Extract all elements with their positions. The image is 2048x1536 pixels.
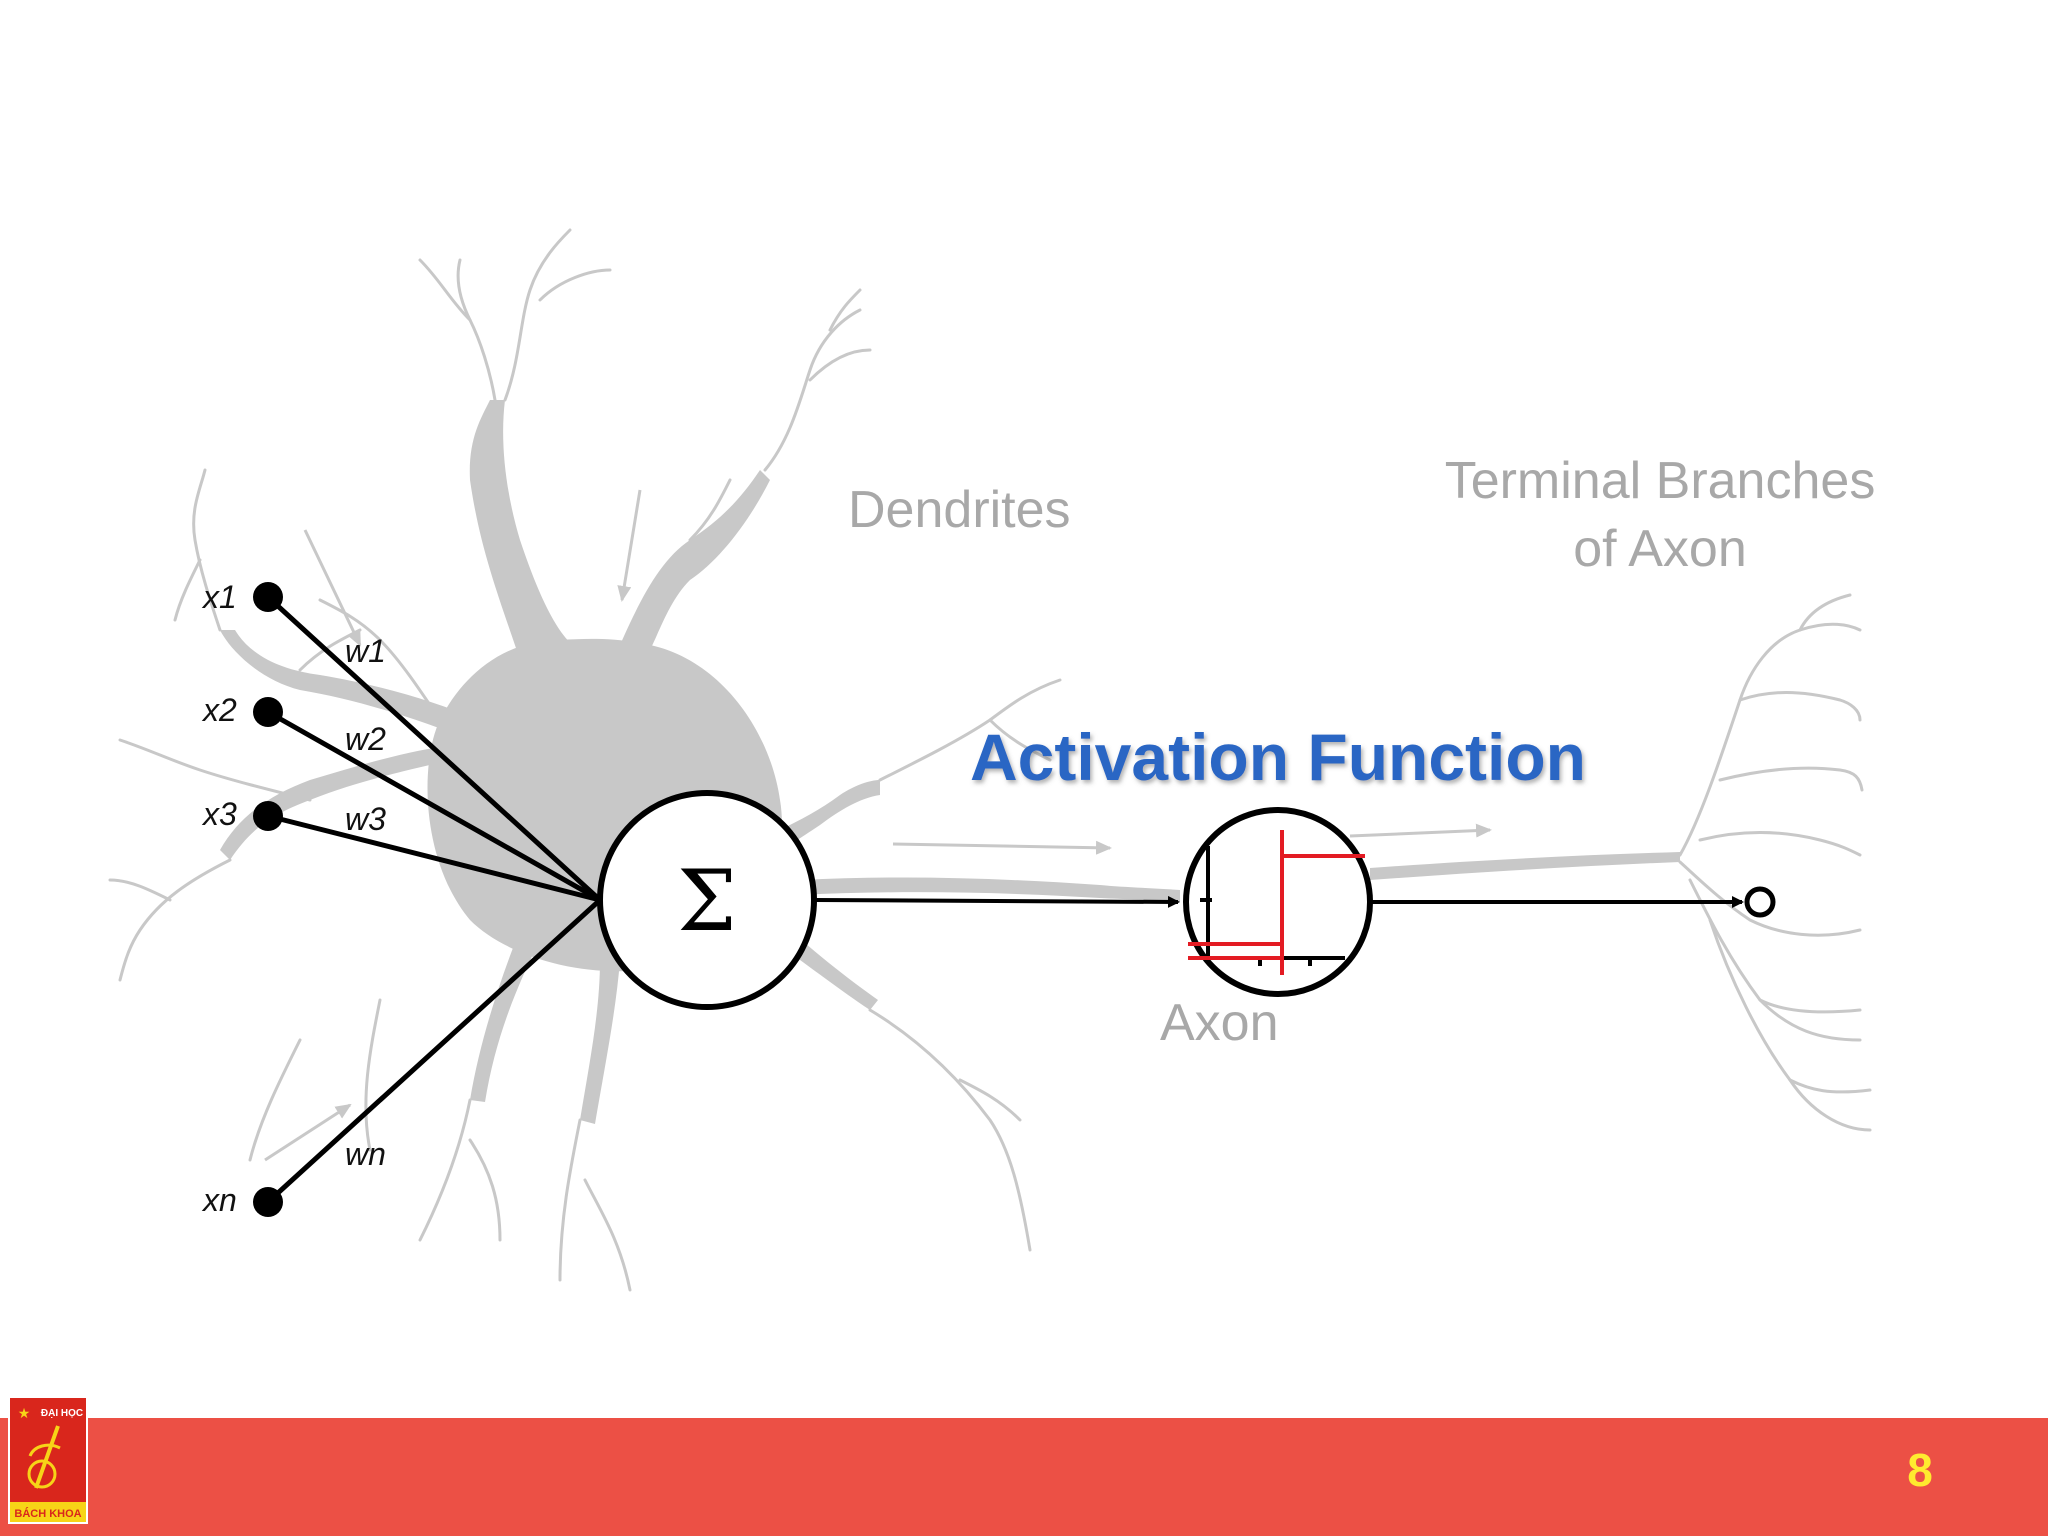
axon-label: Axon (1160, 994, 1279, 1052)
sum-symbol: Σ (677, 852, 736, 950)
input-label-x2: x2 (201, 692, 237, 728)
activation-function-title: Activation Function (970, 720, 1586, 794)
terminal-branches (1678, 593, 1872, 1132)
input-node-x3 (253, 801, 283, 831)
weight-label-w3: w3 (345, 801, 386, 837)
input-labels: x1 x2 x3 xn w1 w2 w3 wn (201, 579, 386, 1218)
input-label-x1: x1 (201, 579, 237, 615)
logo-graphic: ★ ĐẠI HỌC BÁCH KHOA (10, 1398, 86, 1522)
svg-text:★: ★ (18, 1406, 31, 1422)
terminal-branches-label-line2: of Axon (1573, 520, 1746, 578)
neuron-diagram: x1 x2 x3 xn w1 w2 w3 wn Σ (108, 228, 1876, 1292)
sum-to-activation-arrow (814, 895, 1180, 908)
logo-text-bottom: BÁCH KHOA (14, 1507, 81, 1520)
input-label-xn: xn (201, 1182, 237, 1218)
page-number: 8 (1907, 1444, 1933, 1496)
flow-arrows (264, 489, 1492, 1162)
step-function-icon (1183, 807, 1373, 997)
university-logo: ★ ĐẠI HỌC BÁCH KHOA (8, 1396, 88, 1524)
input-node-x2 (253, 697, 283, 727)
input-label-x3: x3 (201, 796, 237, 832)
dendrites-label: Dendrites (848, 481, 1071, 539)
summation-icon: Σ (597, 790, 817, 1010)
input-node-xn (253, 1187, 283, 1217)
input-nodes (253, 582, 283, 1217)
output-node-icon (1744, 886, 1776, 918)
dendrite-branches (108, 228, 1062, 1292)
neuron-body (220, 400, 1680, 1124)
weight-label-w2: w2 (345, 721, 386, 757)
footer (0, 1418, 2048, 1536)
weight-label-wn: wn (345, 1136, 386, 1172)
input-connections (265, 594, 603, 1205)
logo-text-top: ĐẠI HỌC (41, 1408, 83, 1419)
input-node-x1 (253, 582, 283, 612)
terminal-branches-label-line1: Terminal Branches (1445, 452, 1876, 510)
footer-bar (0, 1418, 2048, 1536)
weight-label-w1: w1 (345, 633, 386, 669)
